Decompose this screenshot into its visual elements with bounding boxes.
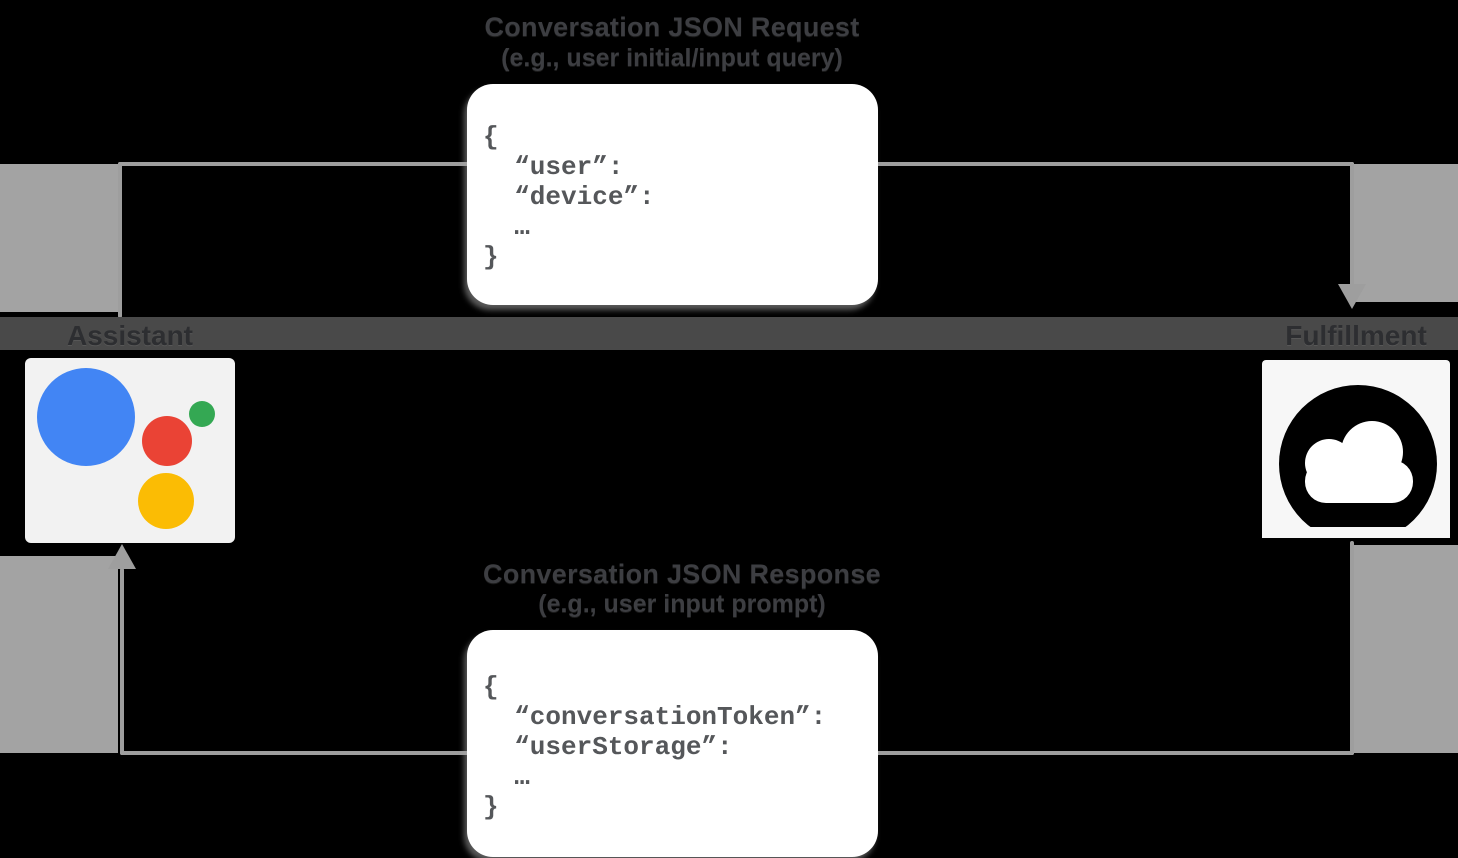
response-arrowhead-icon xyxy=(108,544,136,569)
request-json-code: { “user”: “device”: … } xyxy=(483,122,655,272)
response-arrow-line-vertical-left xyxy=(120,568,124,755)
response-arrow-title: Conversation JSON Response xyxy=(483,559,881,589)
assistant-label: Assistant xyxy=(66,320,194,351)
right-margin-gray-top xyxy=(1354,164,1458,302)
cloud-icon xyxy=(1262,360,1450,543)
assistant-green-dot xyxy=(189,401,215,427)
request-arrow-line-vertical-right xyxy=(1350,162,1354,286)
response-json-code: { “conversationToken”: “userStorage”: … … xyxy=(483,672,827,822)
request-arrow-line-vertical-left xyxy=(118,162,122,318)
fulfillment-label: Fulfillment xyxy=(1285,320,1427,351)
response-json-box: { “conversationToken”: “userStorage”: … … xyxy=(467,630,878,857)
request-json-box: { “user”: “device”: … } xyxy=(467,84,878,305)
response-arrow-subtitle: (e.g., user input prompt) xyxy=(538,590,826,618)
response-arrow-line-vertical-right xyxy=(1350,541,1354,755)
request-arrowhead-icon xyxy=(1338,284,1366,309)
assistant-red-dot xyxy=(142,416,192,466)
left-margin-gray-bottom xyxy=(0,556,118,753)
request-arrow-title: Conversation JSON Request xyxy=(484,12,860,42)
request-arrow-subtitle: (e.g., user initial/input query) xyxy=(501,44,843,72)
node-label-band: Assistant Fulfillment xyxy=(0,317,1458,351)
assistant-yellow-dot xyxy=(138,473,194,529)
assistant-blue-dot xyxy=(37,368,135,466)
right-margin-gray-bottom xyxy=(1354,545,1458,753)
left-margin-gray-top xyxy=(0,164,118,312)
cloud-glyph xyxy=(1262,385,1450,543)
google-assistant-icon xyxy=(25,358,235,543)
